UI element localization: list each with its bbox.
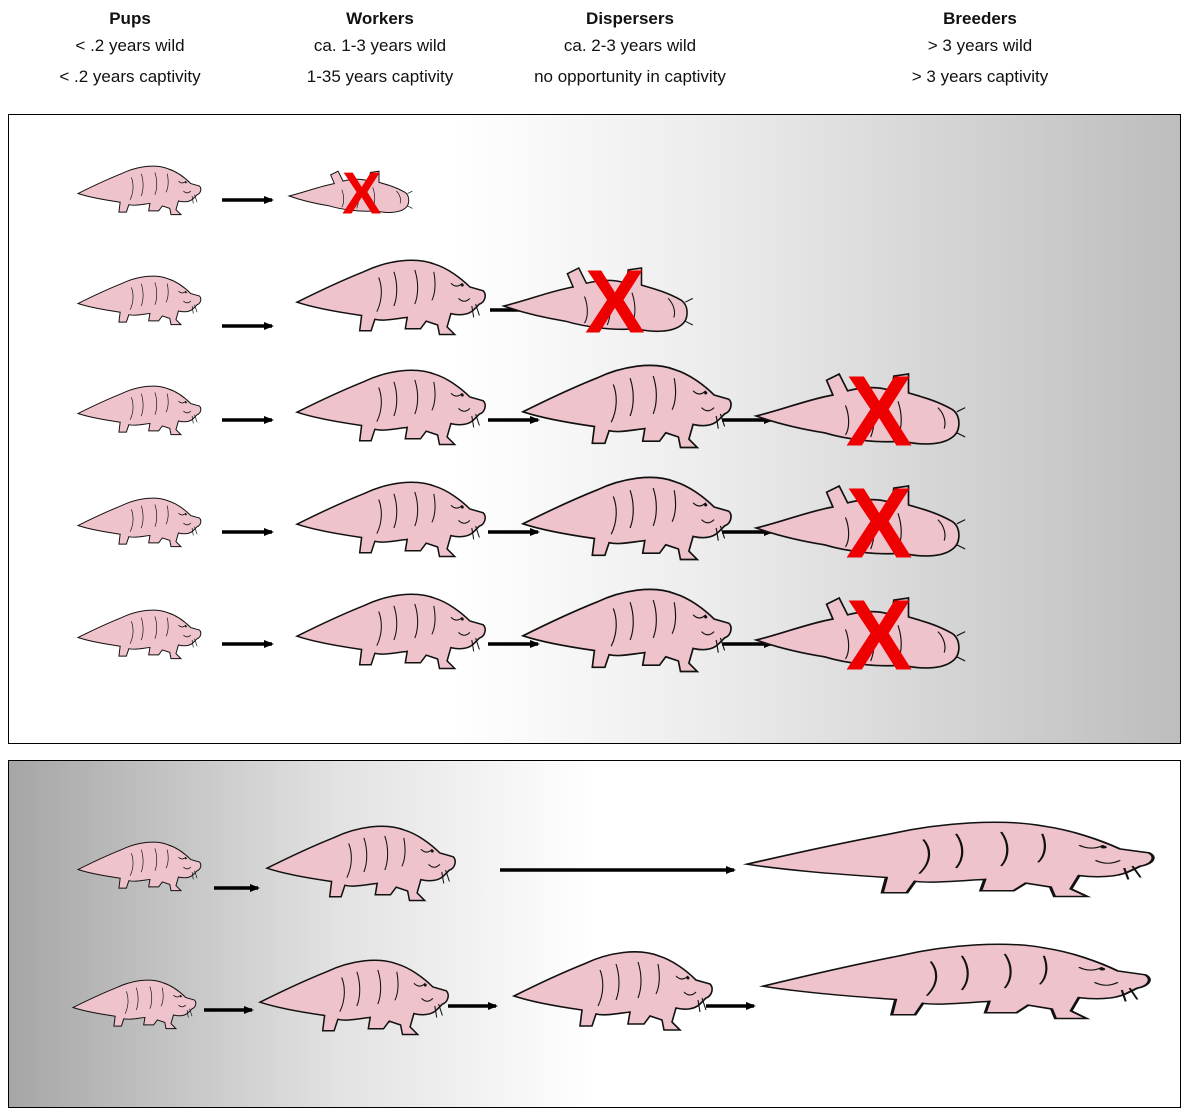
pup-mole-icon [78,386,201,434]
death-mark-icon: X [846,579,913,691]
disperser-mole-icon [523,589,731,671]
death-mark-icon: X [846,467,913,579]
worker-mole-icon [260,960,448,1034]
worker-mole-icon [297,260,485,334]
death-mark-icon: X [846,355,913,467]
disperser-mole-icon [523,477,731,559]
breeder-mole-icon [747,822,1153,896]
pup-mole-icon [78,276,201,324]
worker-mole-icon [297,482,485,556]
worker-mole-icon [297,370,485,444]
death-mark-icon: X [585,253,645,353]
pup-mole-icon [78,498,201,546]
pup-mole-icon [78,166,201,214]
worker-mole-icon [267,826,455,900]
pup-mole-icon [78,842,201,890]
breeder-mole-icon [763,944,1149,1018]
pup-mole-icon [78,610,201,658]
disperser-mole-icon [523,365,731,447]
disperser-mole-icon [514,952,712,1030]
death-mark-icon: X [342,160,381,226]
worker-mole-icon [297,594,485,668]
pup-mole-icon [73,980,196,1028]
